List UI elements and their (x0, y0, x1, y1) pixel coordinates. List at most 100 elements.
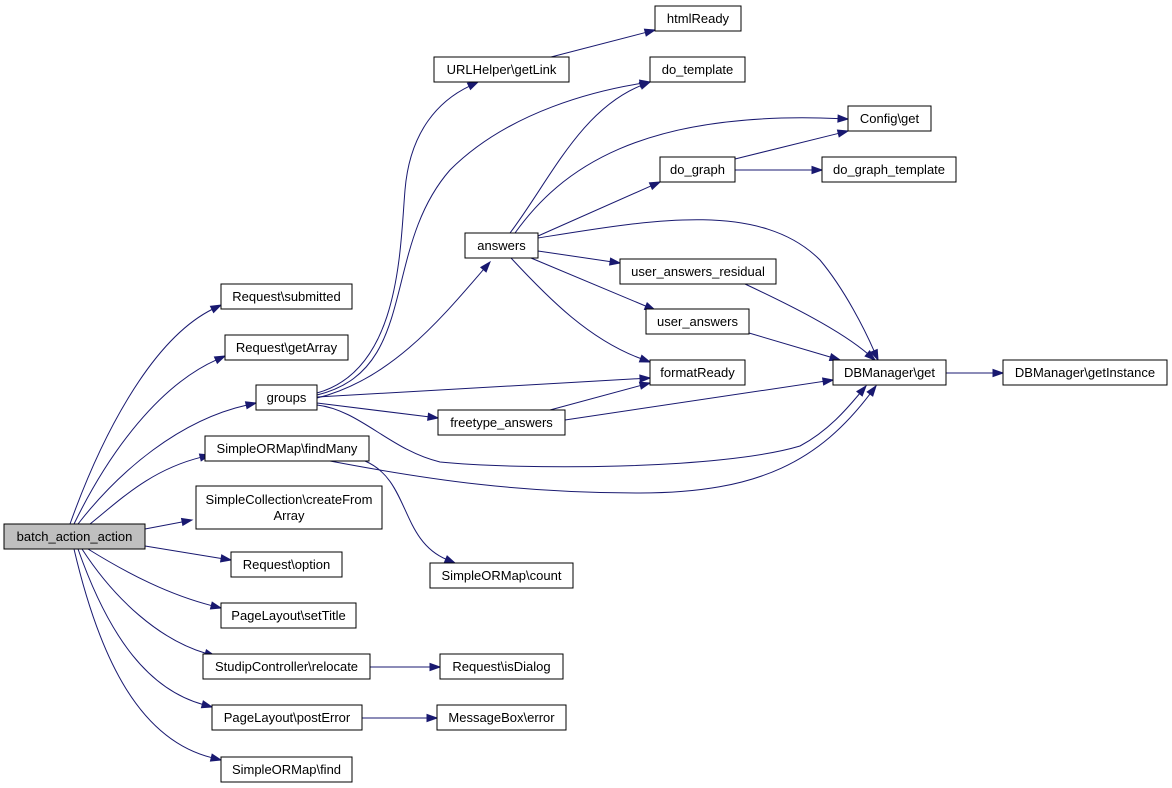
edge-answers-to-user_answers_residual (537, 250, 622, 266)
node-box (437, 409, 566, 436)
edge-arrowhead (244, 401, 258, 410)
node-label: DBManager\get (844, 365, 935, 380)
edge-do_graph-to-config_get (734, 129, 850, 160)
node-dbmanager-getinstance[interactable]: DBManager\getInstance (1002, 359, 1168, 386)
edge-line (748, 332, 832, 358)
edge-batch_action_action-to-simplecollection_createfromarray (144, 517, 194, 530)
edge-simpleormap_findmany-to-dbmanager_get (329, 384, 877, 494)
node-batch-action-action[interactable]: batch_action_action (3, 523, 146, 550)
node-htmlready[interactable]: htmlReady (654, 5, 742, 32)
edge-arrowhead (209, 601, 223, 610)
node-messagebox-error[interactable]: MessageBox\error (436, 704, 567, 731)
node-pagelayout-settitle[interactable]: PageLayout\setTitle (220, 602, 357, 629)
node-do-graph[interactable]: do_graph (659, 156, 736, 183)
edge-batch_action_action-to-pagelayout_posterror (77, 548, 214, 709)
node-label: do_graph (670, 162, 725, 177)
node-formatready[interactable]: formatReady (649, 359, 746, 386)
edge-arrowhead (213, 355, 227, 365)
edge-arrowhead (638, 354, 652, 363)
node-label: user_answers_residual (631, 264, 765, 279)
node-answers[interactable]: answers (464, 232, 539, 259)
edge-line (509, 84, 642, 234)
edge-line (316, 85, 471, 394)
node-box (649, 56, 746, 83)
edge-line (81, 548, 207, 654)
node-box (654, 5, 742, 32)
node-label: StudipController\relocate (215, 659, 358, 674)
node-box (224, 334, 349, 361)
node-request-getarray[interactable]: Request\getArray (224, 334, 349, 361)
edge-arrowhead (811, 165, 824, 175)
node-dbmanager-get[interactable]: DBManager\get (832, 359, 947, 386)
node-simpleormap-count[interactable]: SimpleORMap\count (429, 562, 574, 589)
node-label: MessageBox\error (448, 710, 555, 725)
node-box (220, 602, 357, 629)
node-user-answers-residual[interactable]: user_answers_residual (619, 258, 777, 285)
node-studipcontroller-relocate[interactable]: StudipController\relocate (202, 653, 371, 680)
node-groups[interactable]: groups (255, 384, 318, 411)
node-label: SimpleORMap\count (442, 568, 562, 583)
edge-line (510, 257, 642, 360)
edge-arrowhead (180, 517, 194, 527)
edge-urlhelper_getlink-to-htmlready (550, 28, 657, 58)
node-user-answers[interactable]: user_answers (645, 308, 750, 335)
node-label: answers (477, 238, 526, 253)
node-box (195, 485, 383, 530)
node-label: Request\getArray (236, 340, 338, 355)
edge-groups-to-urlhelper_getlink (316, 81, 480, 394)
edge-batch_action_action-to-request_option (144, 545, 233, 563)
node-label: Request\submitted (232, 289, 340, 304)
node-urlhelper-getlink[interactable]: URLHelper\getLink (433, 56, 570, 83)
edge-line (537, 250, 612, 263)
node-box (230, 551, 343, 578)
edge-batch_action_action-to-request_getarray (73, 355, 227, 525)
edges (69, 28, 1005, 762)
node-label: Config\get (860, 111, 920, 126)
node-request-option[interactable]: Request\option (230, 551, 343, 578)
node-box (645, 308, 750, 335)
node-simpleormap-findmany[interactable]: SimpleORMap\findMany (204, 435, 370, 462)
edge-studipcontroller_relocate-to-request_isdialog (370, 662, 442, 672)
edge-arrowhead (836, 129, 850, 138)
edge-line (734, 132, 840, 160)
node-config-get[interactable]: Config\get (847, 105, 932, 132)
edge-answers-to-do_graph (537, 181, 662, 237)
node-box (821, 156, 957, 183)
node-box (3, 523, 146, 550)
node-request-isdialog[interactable]: Request\isDialog (439, 653, 564, 680)
edge-line (144, 521, 184, 530)
edge-arrowhead (609, 257, 622, 266)
node-label: batch_action_action (17, 529, 133, 544)
edge-line (316, 268, 485, 399)
edge-pagelayout_posterror-to-messagebox_error (362, 713, 439, 723)
node-pagelayout-posterror[interactable]: PageLayout\postError (211, 704, 363, 731)
edge-freetype_answers-to-formatready (549, 381, 652, 411)
node-simpleormap-find[interactable]: SimpleORMap\find (220, 756, 353, 783)
edge-arrowhead (869, 348, 879, 362)
node-box (439, 653, 564, 680)
edge-groups-to-answers (316, 260, 491, 399)
edge-batch_action_action-to-groups (77, 401, 258, 525)
edge-line (69, 308, 214, 525)
node-label: Array (273, 508, 305, 523)
edge-line (144, 545, 223, 560)
edge-user_answers-to-dbmanager_get (748, 332, 842, 362)
edge-line (537, 219, 875, 352)
edge-arrowhead (466, 81, 480, 91)
nodes: batch_action_action Request\submittedRequ… (3, 5, 1168, 783)
node-do-template[interactable]: do_template (649, 56, 746, 83)
edge-arrowhead (209, 753, 223, 762)
edge-groups-to-formatready (316, 374, 652, 398)
edge-arrowhead (856, 384, 867, 397)
node-do-graph-template[interactable]: do_graph_template (821, 156, 957, 183)
node-freetype-answers[interactable]: freetype_answers (437, 409, 566, 436)
edge-line (73, 359, 218, 525)
node-box (220, 283, 353, 310)
edge-answers-to-config_get (514, 114, 850, 234)
edge-batch_action_action-to-request_submitted (69, 304, 223, 525)
node-label: htmlReady (667, 11, 730, 26)
node-request-submitted[interactable]: Request\submitted (220, 283, 353, 310)
edge-arrowhead (866, 384, 877, 397)
